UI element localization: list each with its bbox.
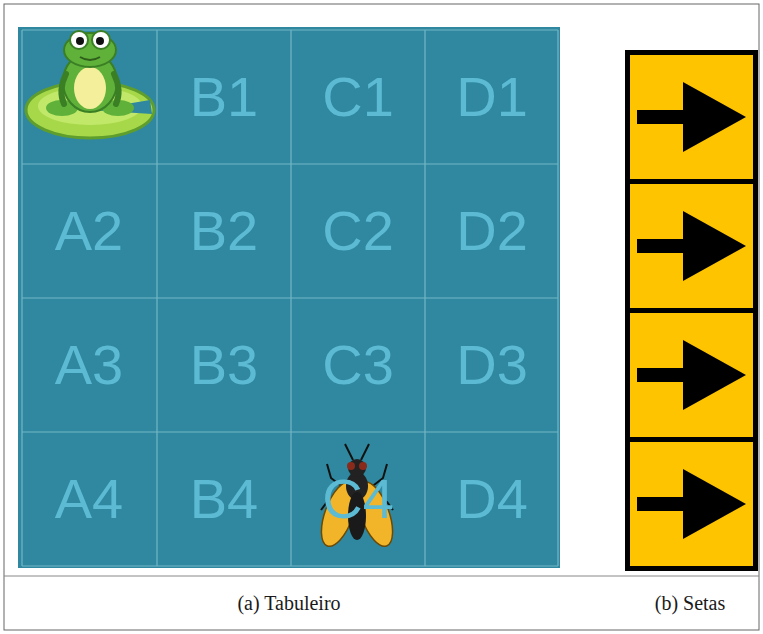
cell-label: B4 [190, 471, 259, 527]
cell-label: D3 [456, 337, 528, 393]
cell-label: B2 [190, 203, 259, 259]
cell-label: C4 [322, 471, 394, 527]
cell-label: A3 [55, 337, 124, 393]
subfigure-caption: (a) Tabuleiro [237, 592, 340, 615]
board-cell: A2 [22, 164, 156, 298]
board-cell: D2 [425, 164, 559, 298]
board-cell: D4 [425, 432, 559, 566]
cell-label: D4 [456, 471, 528, 527]
board-grid [22, 30, 558, 566]
cell-label: C1 [322, 69, 394, 125]
cell-label: B3 [190, 337, 259, 393]
caption-separator [4, 576, 759, 577]
board-cell: C3 [291, 298, 425, 432]
arrow-card [630, 184, 753, 308]
arrow-card [630, 442, 753, 566]
arrow-card [630, 313, 753, 437]
board-cell: B2 [157, 164, 291, 298]
cell-label: C2 [322, 203, 394, 259]
frog-icon [26, 31, 154, 138]
subfigure-caption: (b) Setas [655, 592, 726, 615]
board-cell: A3 [22, 298, 156, 432]
arrow-card [630, 55, 753, 179]
board-cell: D3 [425, 298, 559, 432]
board-cell: C2 [291, 164, 425, 298]
cell-label: C3 [322, 337, 394, 393]
cell-label: D1 [456, 69, 528, 125]
board-cell: D1 [425, 30, 559, 164]
cell-label: D2 [456, 203, 528, 259]
cell-label: B1 [190, 69, 259, 125]
board-cell: C4 [291, 432, 425, 566]
cell-label: A2 [55, 203, 124, 259]
board-background [18, 27, 560, 568]
board-cell: C1 [291, 30, 425, 164]
arrow-cards [625, 50, 758, 571]
fly-icon [314, 444, 400, 551]
board-cell: B4 [157, 432, 291, 566]
board-cell: B1 [157, 30, 291, 164]
board-cell: A4 [22, 432, 156, 566]
board-cell: B3 [157, 298, 291, 432]
figure-frame [4, 4, 759, 630]
cell-label: A4 [55, 471, 124, 527]
